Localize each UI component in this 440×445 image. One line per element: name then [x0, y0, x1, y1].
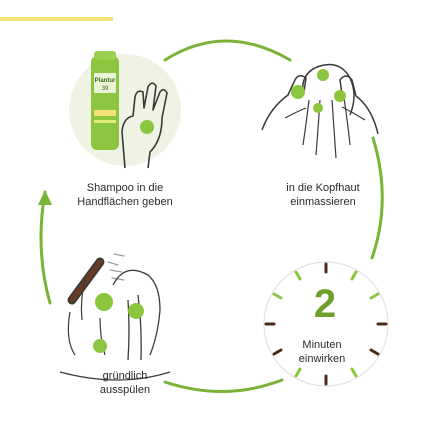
arrow-left-head	[38, 190, 52, 205]
arrow-bottom	[163, 378, 284, 393]
timer-value: 2	[313, 282, 337, 326]
timer-tick	[272, 348, 283, 356]
step-shampoo-caption-line-2: Handflächen geben	[77, 196, 173, 208]
step-rinse-caption-line-2: ausspülen	[99, 384, 151, 396]
step-massage-caption: in die Kopfhaut einmassieren	[268, 181, 378, 209]
step-shampoo-caption: Shampoo in die Handflächen geben	[70, 181, 180, 209]
timer-tick	[369, 348, 380, 356]
shampoo-bottle-hand-icon: Plantur 39	[69, 51, 181, 169]
step-wait-caption-line-1: Minuten	[302, 339, 342, 351]
timer-tick	[294, 367, 302, 378]
step-rinse-caption-line-1: gründlich	[102, 370, 148, 382]
timer-tick	[272, 292, 283, 300]
step-massage-caption-line-1: in die Kopfhaut	[286, 182, 360, 194]
timer-tick	[350, 270, 358, 281]
timer-tick	[350, 367, 358, 378]
step-shampoo-caption-line-1: Shampoo in die	[86, 182, 164, 194]
step-wait-caption: Minuten einwirken	[282, 338, 362, 366]
timer-icon	[263, 261, 389, 387]
timer-tick	[369, 292, 380, 300]
arrow-top	[163, 39, 292, 62]
shower-rinse-icon	[59, 253, 171, 381]
arrow-left	[39, 190, 52, 305]
step-massage-caption-line-2: einmassieren	[290, 196, 356, 208]
arrow-right	[370, 136, 384, 260]
step-wait-caption-line-2: einwirken	[298, 353, 346, 365]
head-massage-icon	[261, 63, 379, 159]
bottle-brand: Plantur	[95, 78, 116, 84]
timer-tick	[294, 270, 302, 281]
bottle-brand-number: 39	[102, 86, 109, 92]
top-accent-bar	[0, 17, 113, 21]
step-rinse-caption: gründlich ausspülen	[75, 369, 175, 397]
